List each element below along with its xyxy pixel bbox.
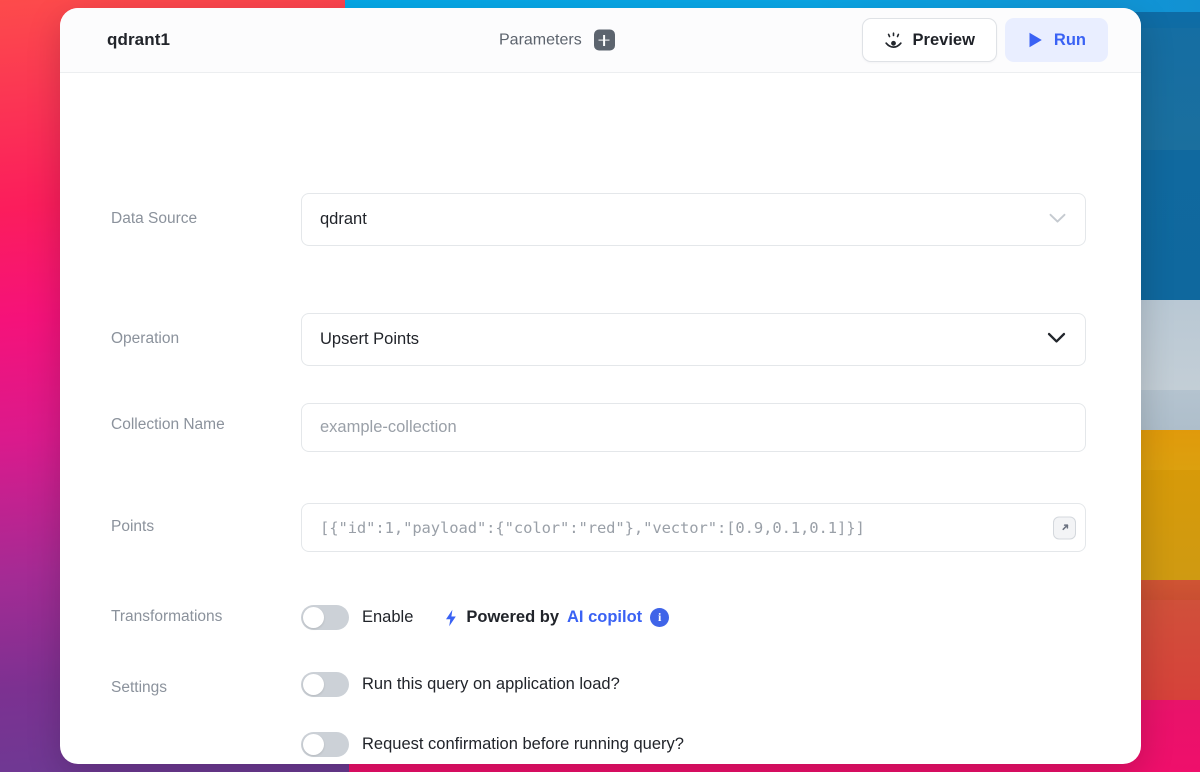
transformations-toggle[interactable] xyxy=(301,605,349,630)
run-button[interactable]: Run xyxy=(1004,18,1108,62)
transformations-label: Transformations xyxy=(111,608,223,626)
points-placeholder: [{"id":1,"payload":{"color":"red"},"vect… xyxy=(320,518,865,537)
header-actions: Preview Run xyxy=(861,18,1108,62)
powered-by-group: Powered by AI copilot i xyxy=(444,608,670,627)
toggle-knob xyxy=(303,607,324,628)
powered-by-text: Powered by xyxy=(466,608,560,626)
ai-copilot-link[interactable]: AI copilot xyxy=(567,608,643,626)
points-label: Points xyxy=(111,518,155,535)
parameters-group: Parameters xyxy=(499,29,615,51)
setting-request-confirmation: Request confirmation before running quer… xyxy=(301,732,684,757)
row-points: Points [{"id":1,"payload":{"color":"red"… xyxy=(111,503,1086,552)
eye-icon xyxy=(884,31,903,49)
collection-name-field: example-collection xyxy=(301,403,1086,452)
toggle-knob xyxy=(303,674,324,695)
setting-run-on-load: Run this query on application load? xyxy=(301,672,684,697)
row-operation: Operation Upsert Points xyxy=(111,313,1086,366)
editor-header: qdrant1 Parameters Preview xyxy=(60,8,1141,73)
query-editor-card: qdrant1 Parameters Preview xyxy=(60,8,1141,764)
run-button-label: Run xyxy=(1053,30,1086,49)
expand-icon[interactable] xyxy=(1053,516,1076,539)
page-title: qdrant1 xyxy=(107,30,171,49)
chevron-down-icon xyxy=(1047,331,1066,349)
plus-icon[interactable] xyxy=(593,29,615,51)
operation-field: Upsert Points xyxy=(301,313,1086,366)
setting-run-on-load-label: Run this query on application load? xyxy=(362,675,620,693)
lightning-bolt-icon xyxy=(444,609,458,627)
settings-label: Settings xyxy=(111,679,168,696)
setting-request-confirmation-toggle[interactable] xyxy=(301,732,349,757)
setting-request-confirmation-label: Request confirmation before running quer… xyxy=(362,735,684,753)
operation-label: Operation xyxy=(111,330,180,347)
preview-button[interactable]: Preview xyxy=(861,18,997,62)
collection-name-input[interactable]: example-collection xyxy=(301,403,1086,452)
row-data-source: Data Source qdrant xyxy=(111,193,1086,246)
data-source-label: Data Source xyxy=(111,210,198,227)
collection-name-placeholder: example-collection xyxy=(320,418,457,436)
data-source-select[interactable]: qdrant xyxy=(301,193,1086,246)
toggle-knob xyxy=(303,734,324,755)
points-field: [{"id":1,"payload":{"color":"red"},"vect… xyxy=(301,503,1086,552)
data-source-field: qdrant xyxy=(301,193,1086,246)
points-input[interactable]: [{"id":1,"payload":{"color":"red"},"vect… xyxy=(301,503,1086,552)
info-icon[interactable]: i xyxy=(650,608,670,627)
collection-name-label: Collection Name xyxy=(111,416,225,433)
operation-select[interactable]: Upsert Points xyxy=(301,313,1086,366)
transformations-controls: Enable Powered by AI copilot i xyxy=(301,605,670,630)
parameters-label: Parameters xyxy=(499,31,582,48)
row-transformations: Transformations Enable Powered by AI cop… xyxy=(111,605,670,630)
settings-options: Run this query on application load? Requ… xyxy=(301,672,684,764)
operation-value: Upsert Points xyxy=(320,330,420,348)
row-collection-name: Collection Name example-collection xyxy=(111,403,1086,452)
row-settings: Settings Run this query on application l… xyxy=(111,672,684,764)
data-source-value: qdrant xyxy=(320,210,367,228)
play-icon xyxy=(1027,31,1044,49)
preview-button-label: Preview xyxy=(912,30,975,49)
transformations-enable-label: Enable xyxy=(362,608,414,626)
setting-run-on-load-toggle[interactable] xyxy=(301,672,349,697)
chevron-down-icon xyxy=(1049,211,1066,229)
